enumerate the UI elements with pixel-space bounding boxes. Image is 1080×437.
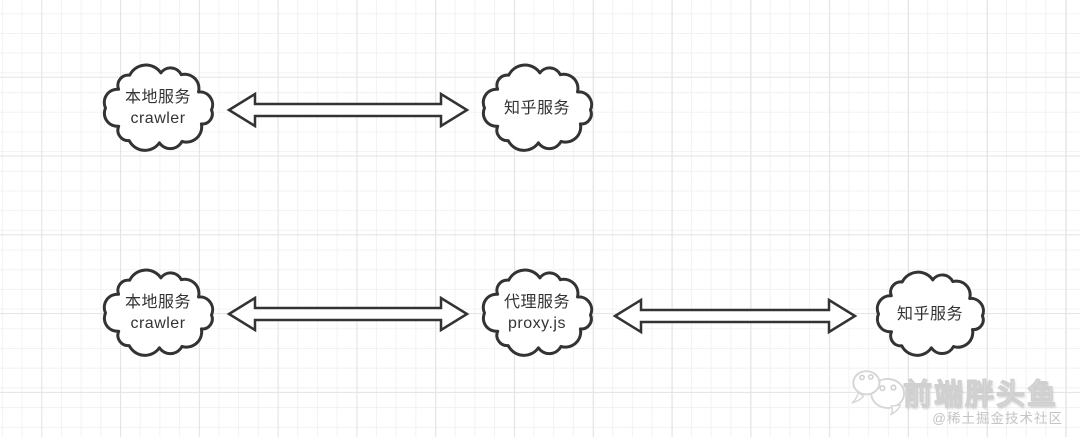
arrow-local-to-zhihu-top (226, 90, 470, 130)
cloud-label: 本地服务 crawler (98, 267, 218, 359)
cloud-shape (481, 268, 594, 357)
arrow-proxy-to-zhihu (612, 296, 858, 336)
cloud-shape (102, 63, 215, 152)
double-arrow-icon (226, 295, 470, 333)
cloud-shape (875, 270, 985, 357)
node-text-line2: crawler (130, 110, 186, 127)
node-text-line1: 代理服务 (503, 294, 570, 311)
node-text-line2: crawler (130, 315, 186, 332)
cloud-label: 代理服务 proxy.js (477, 267, 597, 359)
watermark-subtitle: @稀土掘金技术社区 (932, 411, 1063, 426)
cloud-shape (481, 63, 594, 152)
cloud-node-zhihu-service-top: 知乎服务 (477, 62, 597, 154)
cloud-label: 知乎服务 (871, 269, 989, 359)
watermark-title: 前端胖头鱼 (902, 379, 1059, 412)
cloud-label: 知乎服务 (477, 62, 597, 154)
node-text-line1: 本地服务 (124, 89, 191, 106)
cloud-label: 本地服务 crawler (98, 62, 218, 154)
node-text-line2: proxy.js (508, 315, 566, 332)
cloud-node-local-service-top: 本地服务 crawler (98, 62, 218, 154)
node-text-line1: 本地服务 (124, 294, 191, 311)
double-arrow-icon (612, 297, 858, 335)
cloud-shape (102, 268, 215, 357)
cloud-node-local-service-bottom: 本地服务 crawler (98, 267, 218, 359)
cloud-node-proxy-service: 代理服务 proxy.js (477, 267, 597, 359)
arrow-local-to-proxy (226, 294, 470, 334)
double-arrow-icon (226, 91, 470, 129)
wechat-icon (851, 370, 906, 416)
node-text-line1: 知乎服务 (503, 99, 570, 117)
cloud-node-zhihu-service-bottom: 知乎服务 (871, 269, 989, 359)
node-text-line1: 知乎服务 (896, 305, 963, 323)
